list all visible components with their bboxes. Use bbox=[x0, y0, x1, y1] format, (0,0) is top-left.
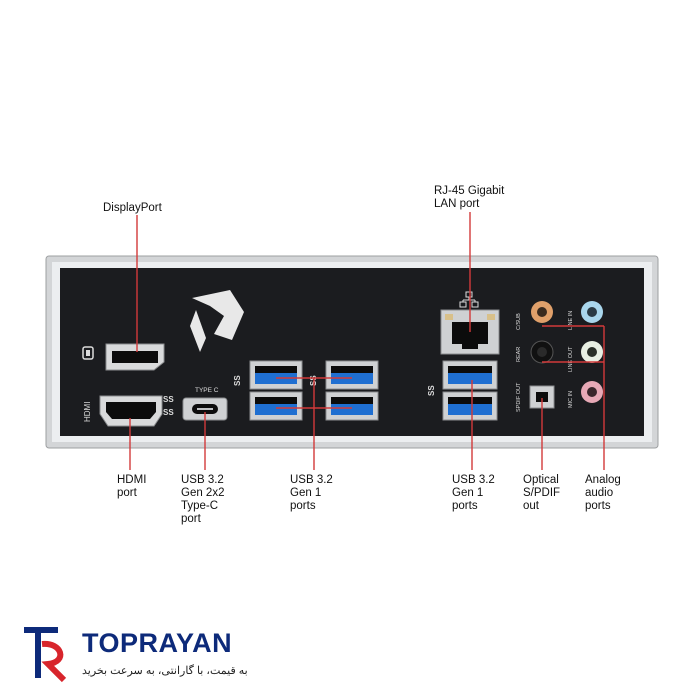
hdmi-panel-text: HDMI bbox=[83, 402, 92, 422]
line-out-panel-text: LINE OUT bbox=[568, 346, 574, 372]
rear-panel-text: REAR bbox=[516, 347, 522, 362]
usb-type-c-connector bbox=[182, 397, 228, 421]
svg-text:SS: SS bbox=[163, 395, 174, 404]
toprayan-logo-icon bbox=[24, 627, 67, 683]
callout-label-hdmi: HDMI port bbox=[117, 474, 147, 499]
network-icon bbox=[459, 291, 479, 308]
superspeed-icon-right: SS bbox=[427, 385, 436, 396]
callout-label-usb-type-c: USB 3.2 Gen 2x2 Type-C port bbox=[181, 474, 225, 525]
superspeed-plus-icon: SS SS bbox=[163, 395, 174, 417]
callout-lines bbox=[129, 212, 605, 470]
usb-gen1-right-block bbox=[442, 360, 498, 421]
superspeed-icon-left: SS bbox=[233, 375, 242, 386]
svg-text:SS: SS bbox=[163, 408, 174, 417]
audio-jack-rear-black bbox=[530, 340, 554, 364]
usb-gen1-left-block bbox=[249, 360, 379, 421]
callout-label-displayport: DisplayPort bbox=[103, 202, 162, 214]
spdif-out-panel-text: SPDIF OUT bbox=[516, 382, 522, 412]
line-in-panel-text: LINE IN bbox=[568, 311, 574, 330]
callout-line-usb-left bbox=[276, 377, 352, 470]
callout-line-analog bbox=[542, 325, 605, 470]
type-c-panel-text: TYPE C bbox=[195, 387, 219, 394]
mic-in-panel-text: MIC IN bbox=[568, 391, 574, 408]
callout-label-usb-gen1-left: USB 3.2 Gen 1 ports bbox=[290, 474, 333, 512]
displayport-connector bbox=[105, 343, 165, 371]
audio-jack-csub-orange bbox=[531, 301, 553, 323]
callout-label-rj45: RJ-45 Gigabit LAN port bbox=[434, 185, 505, 210]
audio-jack-line-in-blue bbox=[581, 301, 603, 323]
hdmi-connector bbox=[99, 395, 163, 427]
brand-name: TOPRAYAN bbox=[82, 628, 233, 658]
displayport-icon bbox=[82, 346, 94, 360]
csub-panel-text: C/SUB bbox=[516, 313, 522, 330]
rog-logo-icon bbox=[190, 290, 244, 352]
callout-label-analog-audio: Analog audio ports bbox=[585, 474, 621, 512]
audio-jack-line-out-green bbox=[581, 341, 603, 363]
audio-jack-mic-in-pink bbox=[581, 381, 603, 403]
brand-tagline: به قیمت، با گارانتی، به سرعت بخرید bbox=[82, 665, 248, 677]
brand-watermark: TOPRAYAN به قیمت، با گارانتی، به سرعت بخ… bbox=[18, 624, 278, 684]
callout-label-optical-spdif: Optical S/PDIF out bbox=[523, 474, 561, 512]
callout-label-usb-gen1-right: USB 3.2 Gen 1 ports bbox=[452, 474, 495, 512]
